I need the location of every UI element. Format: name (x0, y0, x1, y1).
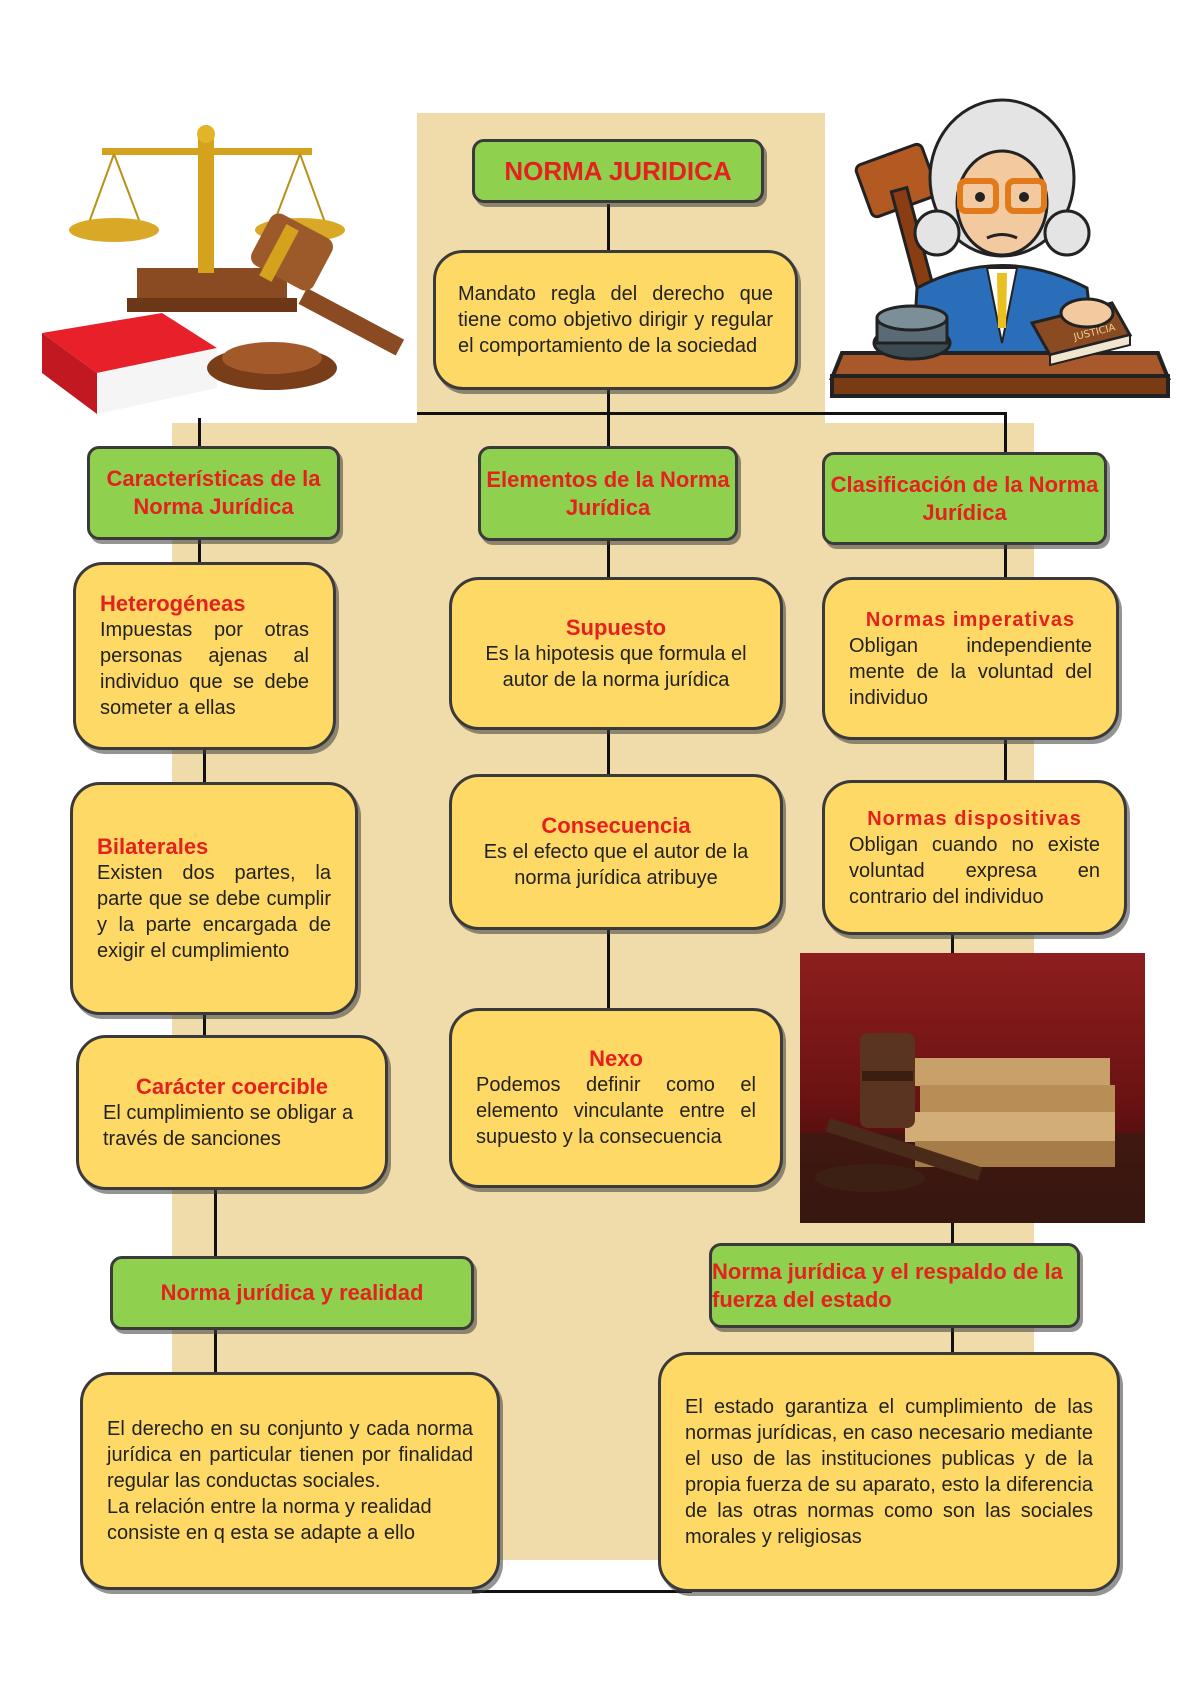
connector (607, 412, 610, 446)
connector (1004, 412, 1007, 452)
connector (214, 1190, 217, 1256)
connector (214, 1330, 217, 1372)
caracteristica-heterogeneas: Heterogéneas Impuestas por otras persona… (73, 562, 336, 750)
elementos-header: Elementos de la Norma Jurídica (478, 446, 738, 541)
connector (1004, 740, 1007, 780)
caracteristica-coercible: Carácter coercible El cumplimiento se ob… (76, 1035, 388, 1190)
connector (607, 930, 610, 1008)
connector (1004, 545, 1007, 577)
connector (607, 730, 610, 774)
elemento-nexo: Nexo Podemos definir como el elemento vi… (449, 1008, 783, 1188)
connector (198, 412, 1007, 415)
connector (472, 1590, 692, 1593)
realidad-header: Norma jurídica y realidad (110, 1256, 474, 1330)
respaldo-header: Norma jurídica y el respaldo de la fuerz… (709, 1243, 1080, 1328)
scales-gavel-book-icon (42, 118, 417, 418)
root-definition: Mandato regla del derecho que tiene como… (458, 283, 773, 357)
gavel-books-photo (800, 953, 1145, 1223)
connector (607, 390, 610, 414)
connector (198, 412, 201, 446)
clasificacion-header: Clasificación de la Norma Jurídica (822, 452, 1107, 545)
connector (203, 1015, 206, 1035)
realidad-box: El derecho en su conjunto y cada norma j… (80, 1372, 500, 1590)
connector (198, 540, 201, 562)
connector (607, 541, 610, 577)
caracteristicas-header: Características de la Norma Jurídica (87, 446, 340, 540)
elemento-consecuencia: Consecuencia Es el efecto que el autor d… (449, 774, 783, 930)
root-title-box: NORMA JURIDICA (472, 139, 764, 203)
caracteristica-bilaterales: Bilaterales Existen dos partes, la parte… (70, 782, 358, 1015)
root-title: NORMA JURIDICA (504, 156, 732, 186)
clasificacion-dispositivas: Normas dispositivas Obligan cuando no ex… (822, 780, 1127, 935)
judge-cartoon-icon: JUSTICIA (829, 98, 1171, 398)
connector (203, 750, 206, 782)
clasificacion-imperativas: Normas imperativas Obligan independiente… (822, 577, 1119, 740)
connector (607, 204, 610, 254)
root-definition-box: Mandato regla del derecho que tiene como… (433, 250, 798, 390)
connector (951, 1328, 954, 1352)
elemento-supuesto: Supuesto Es la hipotesis que formula el … (449, 577, 783, 730)
respaldo-box: El estado garantiza el cumplimiento de l… (658, 1352, 1120, 1592)
